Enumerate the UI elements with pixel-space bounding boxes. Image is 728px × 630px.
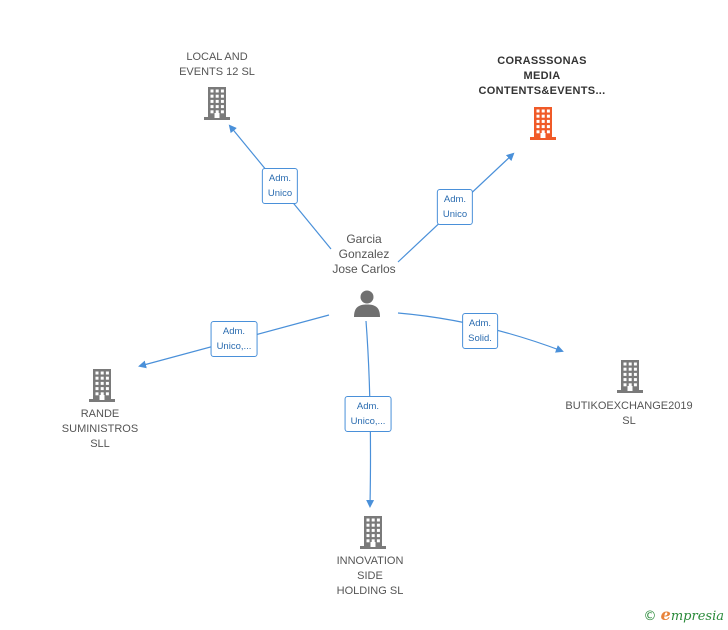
- brand-logo-text: mpresia: [670, 609, 724, 624]
- building-icon[interactable]: [528, 106, 558, 140]
- building-icon[interactable]: [358, 515, 388, 549]
- company-name-corasssonas[interactable]: CORASSSONAS MEDIA CONTENTS&EVENTS...: [478, 55, 606, 97]
- company-name-butikoexchange[interactable]: BUTIKOEXCHANGE2019 SL: [565, 400, 693, 427]
- brand-logo-initial: e: [660, 605, 671, 624]
- company-name-local-and-events[interactable]: LOCAL AND EVENTS 12 SL: [179, 51, 255, 78]
- relation-label-rande[interactable]: Adm. Unico,...: [210, 321, 258, 357]
- relation-label-butikoexchange[interactable]: Adm. Solid.: [462, 313, 498, 349]
- relation-label-corasssonas[interactable]: Adm. Unico: [436, 189, 474, 225]
- relation-label-innovation[interactable]: Adm. Unico,...: [344, 396, 392, 432]
- copyright-symbol: ©: [643, 609, 657, 624]
- brand-footer: © empresia: [644, 605, 724, 624]
- building-icon[interactable]: [202, 86, 232, 120]
- company-name-innovation[interactable]: INNOVATION SIDE HOLDING SL: [336, 555, 404, 597]
- relation-label-local-and-events[interactable]: Adm. Unico: [261, 168, 299, 204]
- person-name[interactable]: Garcia Gonzalez Jose Carlos: [332, 232, 396, 276]
- company-name-rande[interactable]: RANDE SUMINISTROS SLL: [61, 408, 139, 450]
- building-icon[interactable]: [87, 368, 117, 402]
- person-icon[interactable]: [352, 288, 382, 318]
- building-icon[interactable]: [615, 359, 645, 393]
